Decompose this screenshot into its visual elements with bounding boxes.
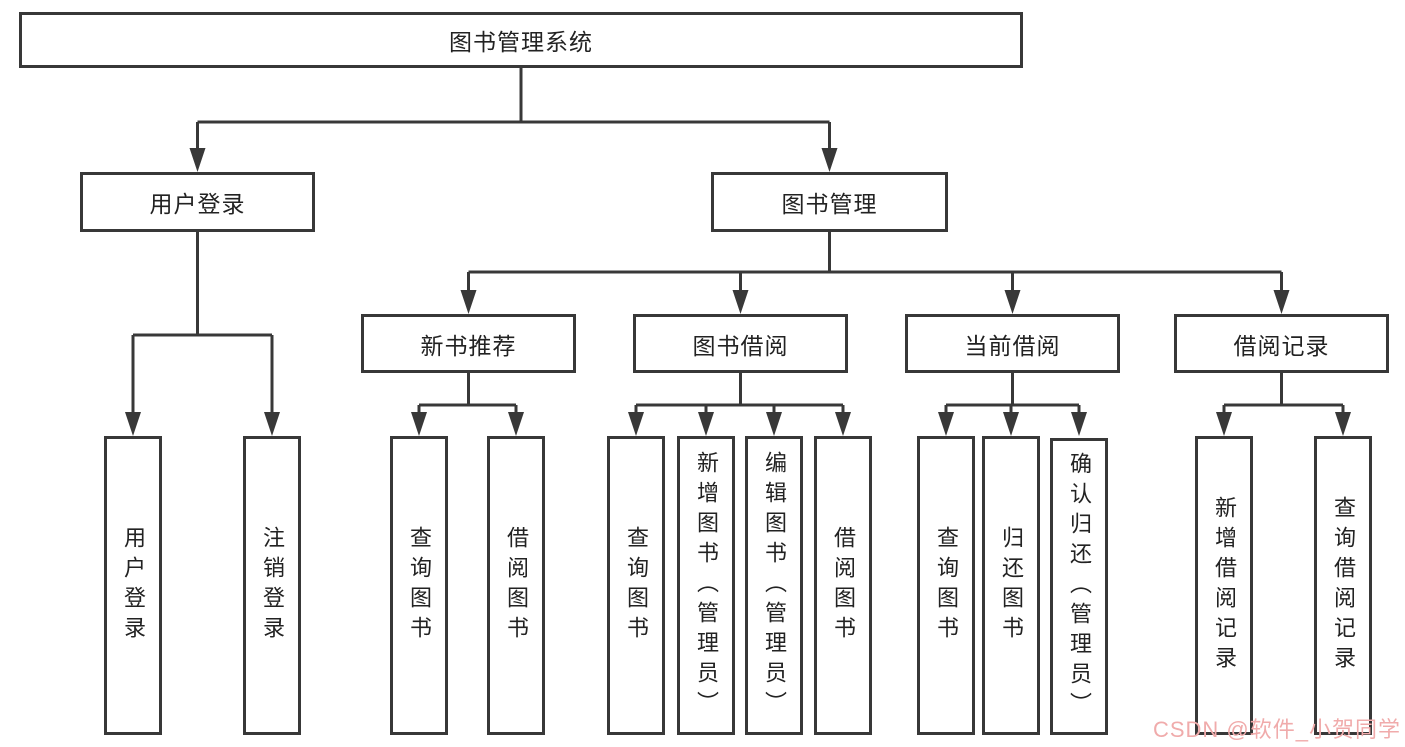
connector-borrow-records-to-leaves <box>1216 373 1351 436</box>
leaf-user-login: 用户登录 <box>104 436 162 735</box>
leaf-add-borrow-record-label: 新增借阅记录 <box>1212 495 1237 676</box>
leaf-return-book: 归还图书 <box>982 436 1040 735</box>
connector-current-borrow-to-leaves <box>938 373 1087 436</box>
node-user-login: 用户登录 <box>80 172 315 232</box>
node-book-management: 图书管理 <box>711 172 948 232</box>
leaf-query-borrow-record: 查询借阅记录 <box>1314 436 1372 735</box>
leaf-edit-book-admin-label: 编辑图书（管理员） <box>762 450 787 721</box>
leaf-add-borrow-record: 新增借阅记录 <box>1195 436 1253 735</box>
node-book-borrow: 图书借阅 <box>633 314 848 373</box>
node-borrow-records: 借阅记录 <box>1174 314 1389 373</box>
leaf-user-login-label: 用户登录 <box>121 525 146 646</box>
leaf-confirm-return-admin: 确认归还（管理员） <box>1050 438 1108 735</box>
connector-book-borrow-to-leaves <box>628 373 851 436</box>
leaf-query-books-borrow-label: 查询图书 <box>624 525 649 646</box>
node-current-borrow: 当前借阅 <box>905 314 1120 373</box>
leaf-logout-label: 注销登录 <box>260 525 285 646</box>
node-book-management-label: 图书管理 <box>781 191 878 217</box>
connector-user-login-to-leaves <box>125 232 280 436</box>
connector-book-management-to-level3 <box>460 232 1290 314</box>
node-current-borrow-label: 当前借阅 <box>964 332 1061 359</box>
connector-root-to-level2 <box>189 68 838 172</box>
leaf-confirm-return-admin-label: 确认归还（管理员） <box>1067 451 1092 722</box>
leaf-borrow-books: 借阅图书 <box>814 436 872 735</box>
leaf-query-books-borrow: 查询图书 <box>607 436 665 735</box>
leaf-borrow-books-recommend: 借阅图书 <box>487 436 545 735</box>
leaf-query-borrow-record-label: 查询借阅记录 <box>1331 495 1356 676</box>
leaf-borrow-books-recommend-label: 借阅图书 <box>504 525 529 646</box>
leaf-query-books-current-label: 查询图书 <box>934 525 959 646</box>
connector-new-book-recommend-to-leaves <box>411 373 524 436</box>
leaf-logout: 注销登录 <box>243 436 301 735</box>
leaf-add-book-admin-label: 新增图书（管理员） <box>694 450 719 721</box>
node-root-label: 图书管理系统 <box>449 29 593 55</box>
node-new-book-recommend-label: 新书推荐 <box>420 332 517 359</box>
leaf-query-books-recommend: 查询图书 <box>390 436 448 735</box>
leaf-add-book-admin: 新增图书（管理员） <box>677 436 735 735</box>
node-borrow-records-label: 借阅记录 <box>1233 332 1330 359</box>
node-book-borrow-label: 图书借阅 <box>692 332 789 359</box>
leaf-query-books-recommend-label: 查询图书 <box>407 525 432 646</box>
leaf-return-book-label: 归还图书 <box>999 525 1024 646</box>
node-new-book-recommend: 新书推荐 <box>361 314 576 373</box>
leaf-query-books-current: 查询图书 <box>917 436 975 735</box>
leaf-borrow-books-label: 借阅图书 <box>831 525 856 646</box>
node-root: 图书管理系统 <box>19 12 1023 68</box>
node-user-login-label: 用户登录 <box>149 191 246 217</box>
leaf-edit-book-admin: 编辑图书（管理员） <box>745 436 803 735</box>
